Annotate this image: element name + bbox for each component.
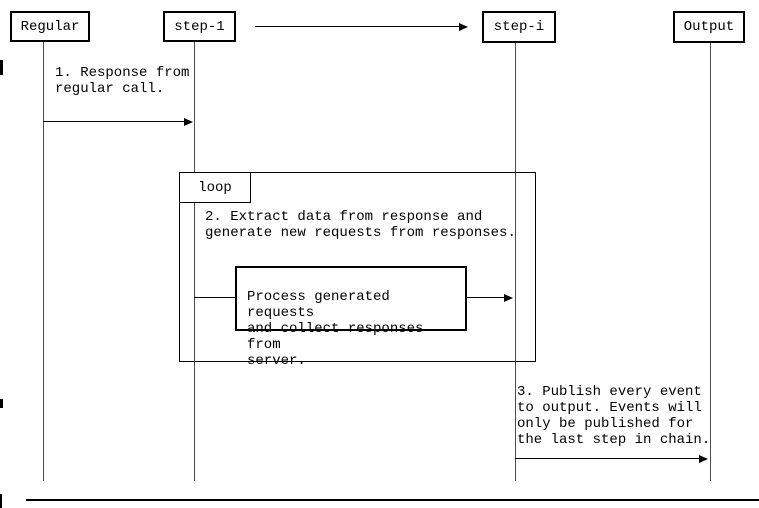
lifeline-regular (43, 42, 44, 481)
message1-label: 1. Response from regular call. (55, 65, 190, 97)
action-out-arrowhead-icon (504, 294, 513, 302)
lifeline-output (710, 42, 711, 481)
message3-arrow-line (515, 458, 699, 459)
chain-arrow-line (255, 26, 459, 27)
message3-arrowhead-icon (699, 455, 708, 463)
message1-arrow-line (43, 121, 184, 122)
action-in-line (194, 297, 235, 298)
loop-label-box: loop (179, 172, 251, 203)
message2-label: 2. Extract data from response and genera… (205, 209, 516, 241)
chain-arrowhead-icon (459, 23, 468, 31)
participant-label-regular: Regular (20, 18, 80, 35)
action-box: Process generated requests and collect r… (235, 266, 467, 369)
participant-label-output: Output (683, 19, 735, 35)
participant-label-step-i: step-i (493, 19, 545, 35)
left-edge-artifact-bottom (0, 494, 2, 508)
participant-box-step-i: step-i (482, 11, 556, 43)
participant-label-step-1: step-1 (174, 18, 225, 35)
bottom-border-line (26, 499, 759, 501)
participant-box-regular: Regular (10, 11, 90, 42)
action-box-text: Process generated requests and collect r… (247, 289, 424, 369)
loop-label: loop (198, 179, 232, 196)
left-edge-artifact-top (0, 60, 3, 75)
message3-label: 3. Publish every event to output. Events… (517, 384, 711, 448)
action-out-arrow-line (467, 297, 504, 298)
loop-fragment-frame (179, 172, 536, 362)
participant-box-step-1: step-1 (163, 11, 236, 42)
left-edge-artifact-middle (0, 399, 3, 408)
lifeline-step-i (515, 42, 516, 481)
participant-box-output: Output (673, 11, 745, 43)
lifeline-step-1 (194, 42, 195, 481)
message1-arrowhead-icon (184, 118, 193, 126)
